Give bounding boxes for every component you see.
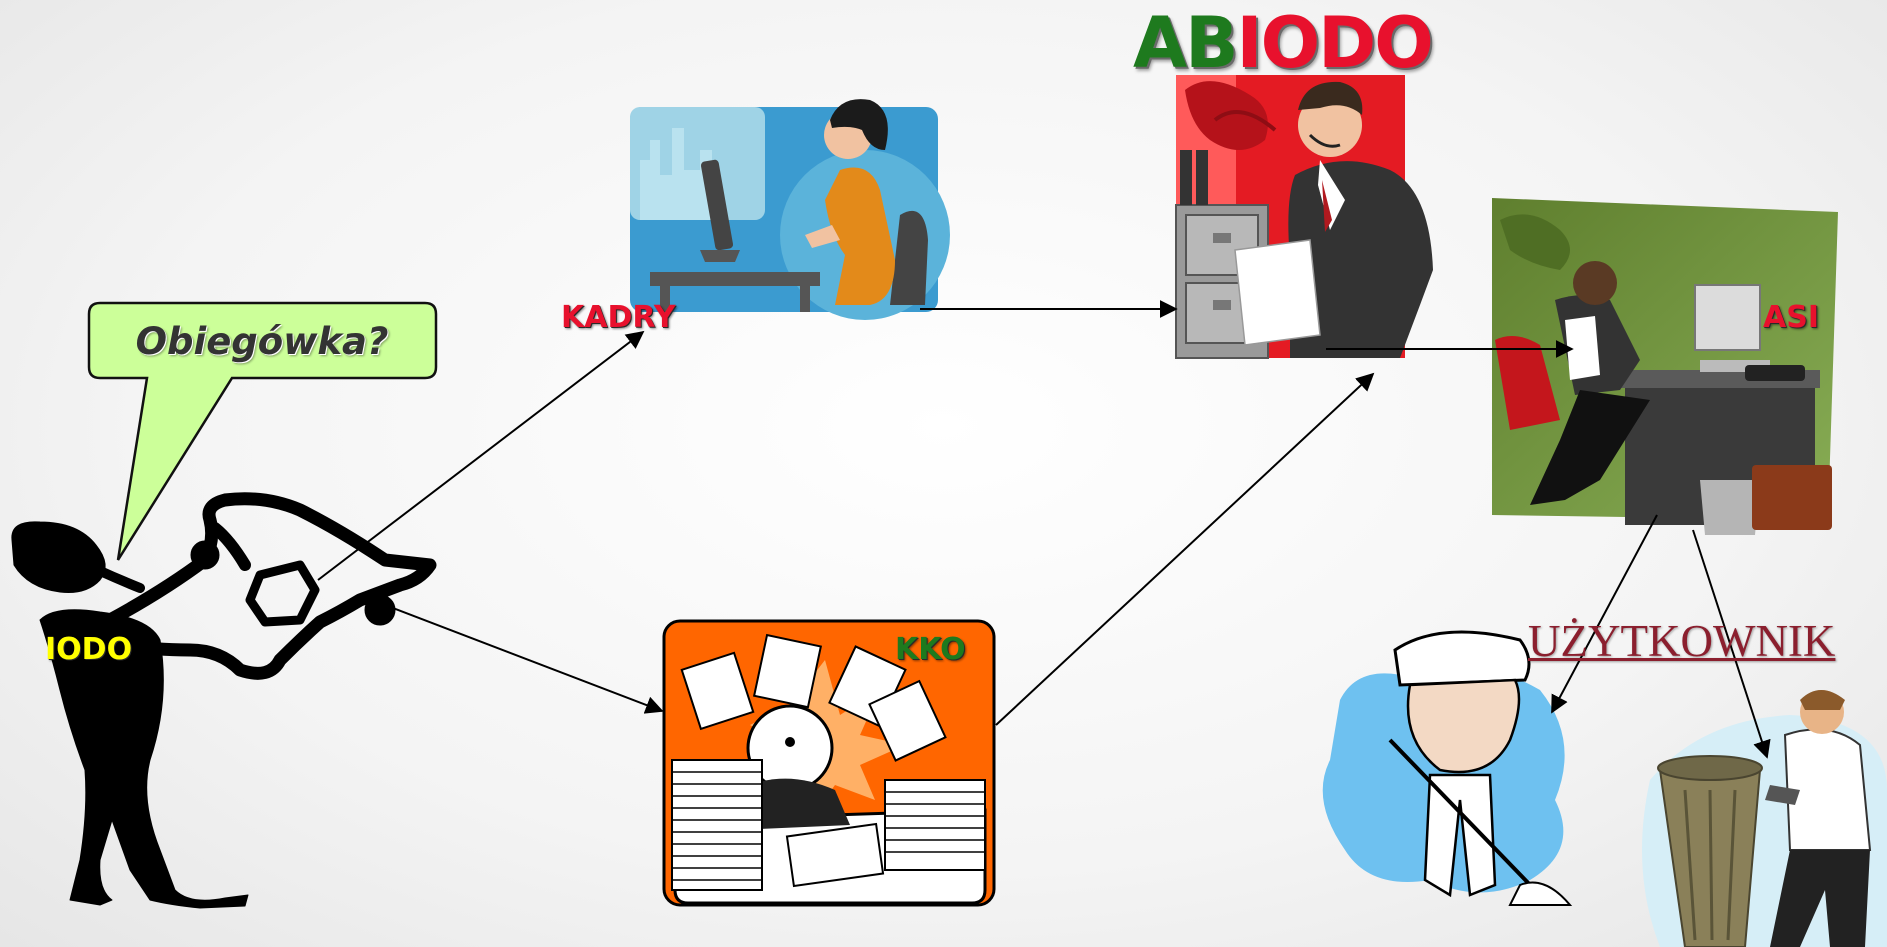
asi-illustration (1492, 198, 1838, 535)
arrow-kko-to-abiodo (995, 372, 1375, 726)
node-label-asi: ASI (1763, 300, 1819, 335)
arrow-asi-to-trash-man (1692, 529, 1771, 759)
kko-illustration (662, 619, 996, 907)
abiodo-illustration (1175, 75, 1433, 359)
janitor-illustration (1322, 630, 1573, 906)
kadry-illustration (630, 99, 950, 320)
node-label-kadry: KADRY (561, 300, 676, 335)
abiodo-title-part1: AB (1133, 2, 1239, 84)
abiodo-title-part2: IODO (1236, 2, 1434, 84)
abiodo-title: ABIODO (1133, 2, 1434, 84)
user-label: UŻYTKOWNIK (1528, 616, 1836, 666)
trash-man-illustration (1642, 690, 1887, 947)
arrow-iodo-to-kko (371, 599, 664, 714)
iodo-stick-figure (11, 492, 437, 909)
node-label-kko: KKO (895, 632, 966, 667)
node-label-iodo: IODO (45, 632, 133, 667)
speech-bubble (87, 301, 438, 561)
arrow-iodo-to-kadry (317, 330, 645, 581)
arrow-asi-to-janitor (1551, 514, 1658, 714)
speech-bubble-text: Obiegówka? (135, 319, 389, 363)
